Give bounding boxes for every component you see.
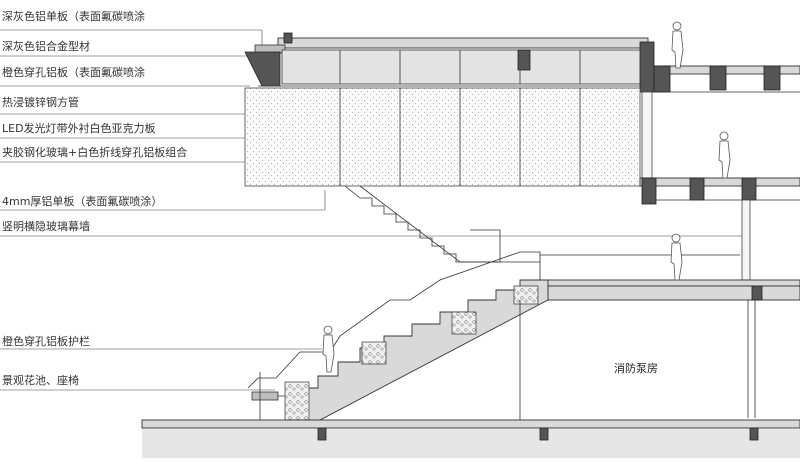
annotation-labels: 深灰色铝单板（表面氟碳喷涂 深灰色铝合金型材 橙色穿孔铝板（表面氟碳喷涂 热浸镀… bbox=[0, 9, 748, 391]
label-curtain-wall: 竖明横隐玻璃幕墙 bbox=[2, 219, 90, 233]
perforated-facade bbox=[244, 87, 641, 187]
ground-slab bbox=[141, 419, 800, 458]
label-dark-grey-aluminum-panel: 深灰色铝单板（表面氟碳喷涂 bbox=[2, 9, 145, 23]
person-figure-terrace bbox=[670, 233, 683, 281]
label-4mm-aluminum-panel: 4mm厚铝单板（表面氟碳喷涂） bbox=[2, 194, 162, 208]
background-stair bbox=[344, 185, 540, 263]
pump-room-label: 消防泵房 bbox=[614, 361, 658, 375]
label-orange-perforated-panel: 橙色穿孔铝板（表面氟碳喷涂 bbox=[2, 65, 145, 79]
person-figure-roof bbox=[671, 21, 684, 69]
roof-canopy bbox=[244, 32, 655, 93]
right-building bbox=[539, 65, 800, 418]
person-figure-stair bbox=[322, 325, 335, 373]
label-led-strip: LED发光灯带外衬白色亚克力板 bbox=[2, 121, 156, 135]
label-perforated-railing: 橙色穿孔铝板护栏 bbox=[2, 334, 90, 348]
label-aluminum-profile: 深灰色铝合金型材 bbox=[2, 39, 90, 53]
label-galvanized-steel-tube: 热浸镀锌钢方管 bbox=[2, 95, 79, 109]
main-stair bbox=[247, 251, 740, 421]
label-planter-bench: 景观花池、座椅 bbox=[2, 373, 79, 387]
person-figure-upper-floor bbox=[718, 131, 731, 179]
label-laminated-glass: 夹胶钢化玻璃+白色折线穿孔铝板组合 bbox=[2, 145, 187, 159]
